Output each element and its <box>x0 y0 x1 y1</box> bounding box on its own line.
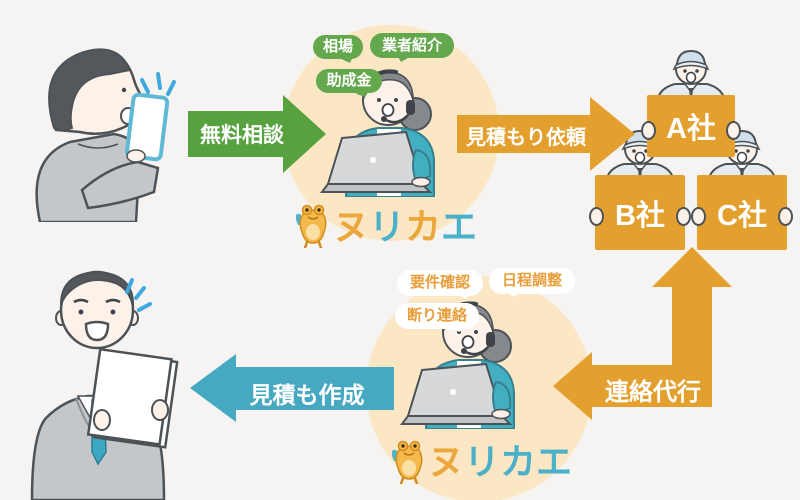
bubble-requirements-check-text: 要件確認 <box>409 274 470 291</box>
bubble-schedule-adjust-text: 日程調整 <box>501 272 562 289</box>
nurikae-logo-top: ヌリカエ <box>333 198 477 250</box>
logo-char: ヌ <box>333 206 370 247</box>
logo-char: ヌ <box>428 441 465 482</box>
logo-char: リ <box>369 206 406 247</box>
bubble-contractor-intro-text: 業者紹介 <box>381 37 442 54</box>
estimate-request-arrow-icon <box>457 97 635 171</box>
logo-char: カ <box>500 441 537 482</box>
estimate-paper-icon <box>86 347 179 449</box>
frog-mascot-icon <box>392 440 423 484</box>
customer-reading-estimate-illustration <box>30 270 179 500</box>
operator-top-illustration <box>320 69 435 197</box>
bubble-market-price-text: 相場 <box>322 38 353 55</box>
logo-char: リ <box>464 441 501 482</box>
bubble-market-price: 相場 <box>313 35 363 72</box>
frog-mascot-icon <box>296 204 327 248</box>
estimate-request-arrow-label: 見積もり依頼 <box>466 127 586 149</box>
estimate-create-arrow-label: 見積も作成 <box>249 382 365 408</box>
bubble-subsidy-text: 助成金 <box>326 72 372 89</box>
bubble-contractor-intro: 業者紹介 <box>370 33 454 71</box>
company-a-board: A社 <box>641 95 741 157</box>
bubble-subsidy: 助成金 <box>316 69 382 107</box>
logo-char: エ <box>536 441 573 482</box>
consult-arrow-label: 無料相談 <box>200 124 284 147</box>
consult-arrow-icon <box>188 95 326 173</box>
worker-a-illustration <box>655 49 727 102</box>
laptop-icon <box>400 362 513 425</box>
bubble-requirements-check: 要件確認 <box>397 270 483 308</box>
customer-with-phone-illustration <box>35 48 176 222</box>
notification-sparkles-icon <box>125 278 152 312</box>
bubble-decline-contact: 断り連絡 <box>395 303 479 342</box>
contact-agency-arrow-label: 連絡代行 <box>605 379 701 406</box>
contact-agency-arrow-icon <box>553 247 732 420</box>
laptop-icon <box>320 130 433 193</box>
notification-sparkles-icon <box>140 72 176 96</box>
company-b-board: B社 <box>589 175 691 250</box>
company-c-board: C社 <box>691 175 793 250</box>
bubble-schedule-adjust: 日程調整 <box>489 268 575 306</box>
estimate-create-arrow-icon <box>190 354 394 422</box>
logo-char: カ <box>405 206 442 247</box>
logo-char: エ <box>441 206 478 247</box>
nurikae-logo-bottom: ヌリカエ <box>428 433 572 485</box>
bubble-decline-contact-text: 断り連絡 <box>406 307 467 324</box>
